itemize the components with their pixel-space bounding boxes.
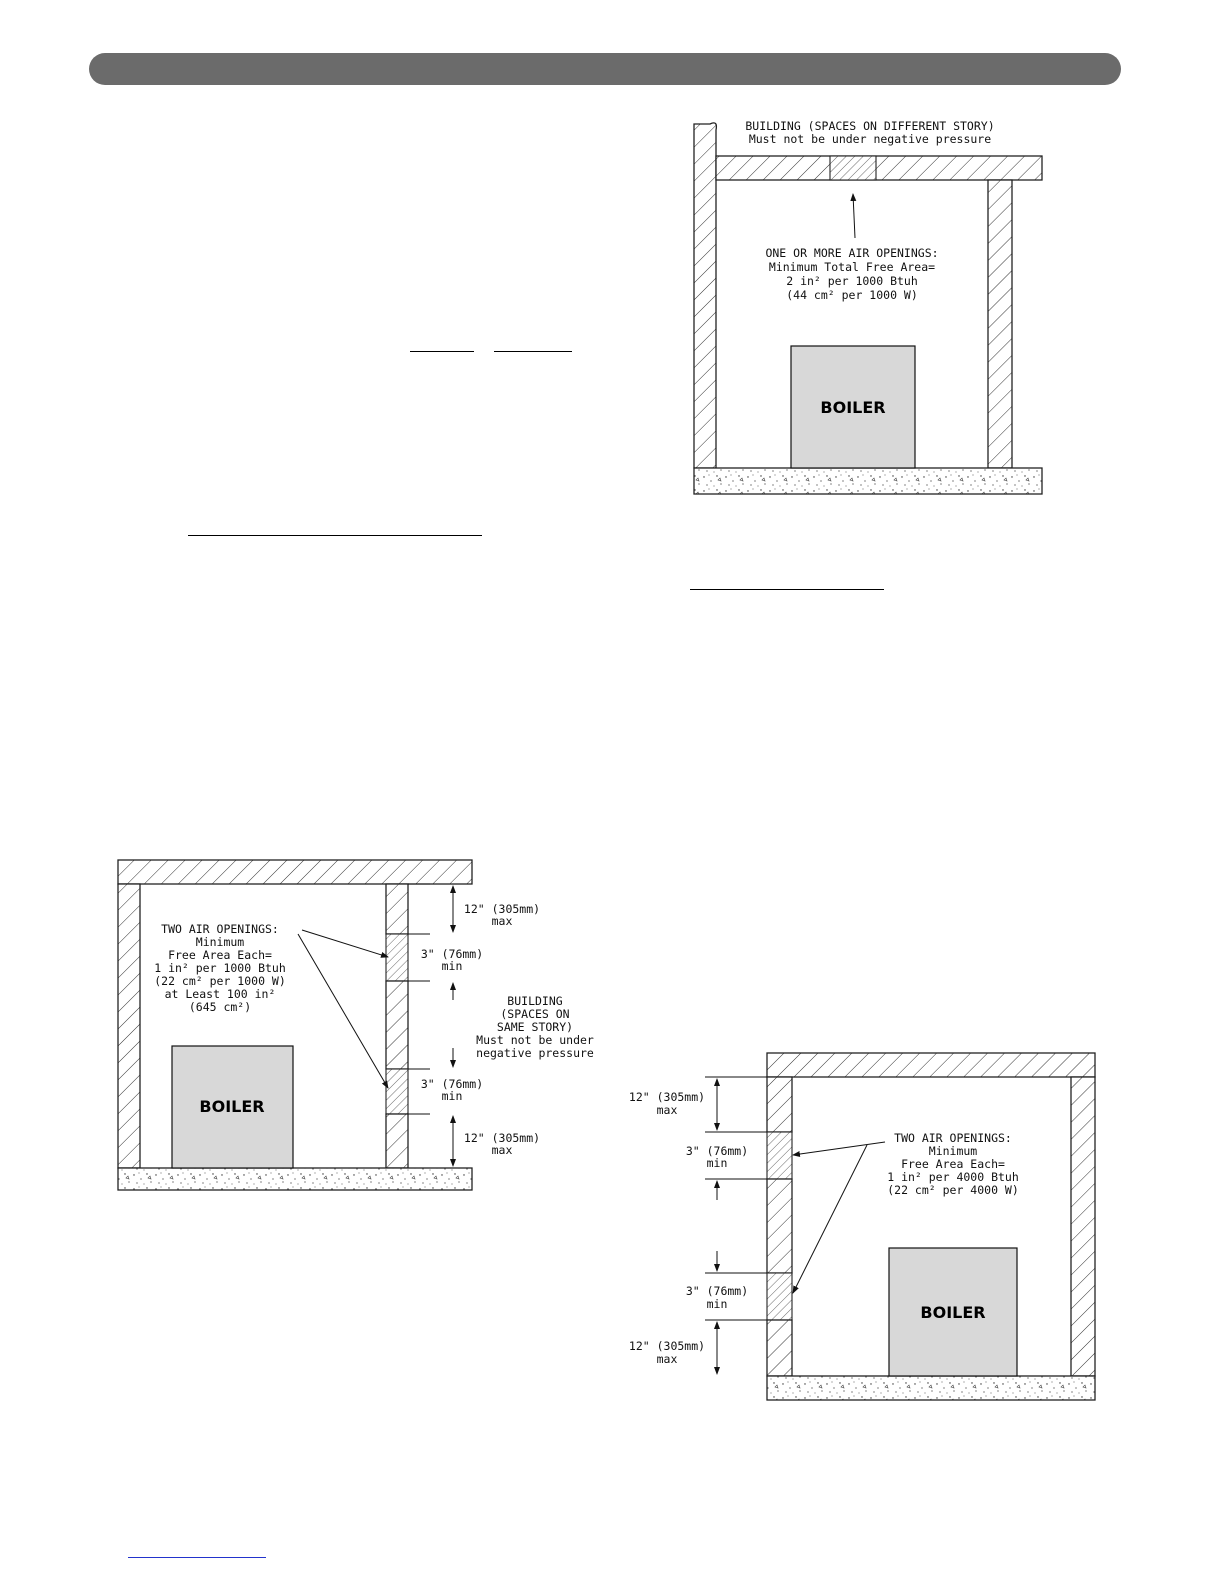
boiler-box <box>790 345 916 469</box>
upper-air-opening <box>766 1131 793 1180</box>
openings-label-line5: (22 cm² per 4000 W) <box>887 1183 1019 1197</box>
lower-air-opening <box>385 1068 409 1115</box>
dim-open1-qualifier: min <box>442 959 463 973</box>
lower-opening-pointer <box>297 933 389 1089</box>
dim-bottom-qualifier: max <box>492 1143 513 1157</box>
right-wall <box>987 179 1013 469</box>
right-wall <box>1070 1076 1096 1377</box>
ceiling-slab <box>766 1052 1096 1078</box>
floor-slab <box>766 1375 1096 1401</box>
upper-opening-pointer <box>301 929 389 958</box>
figure-different-story: BUILDING (SPACES ON DIFFERENT STORY) Mus… <box>693 119 1043 495</box>
section-header-bar <box>89 53 1121 85</box>
upper-opening-pointer <box>792 1141 886 1157</box>
openings-label-line2: Minimum <box>196 935 245 949</box>
boiler-box <box>888 1247 1018 1377</box>
blank-rule-4 <box>690 589 884 590</box>
openings-label-line1: ONE OR MORE AIR OPENINGS: <box>765 246 938 260</box>
openings-label-line2: Minimum <box>929 1144 978 1158</box>
right-wall-lower <box>385 1113 409 1169</box>
blank-rule-2 <box>494 351 572 352</box>
boiler-box <box>171 1045 294 1169</box>
dim-top-value: 12" (305mm) <box>464 902 540 916</box>
dim-open2-value: 3" (76mm) <box>686 1284 748 1298</box>
openings-label-line3: Free Area Each= <box>168 948 272 962</box>
building-label-line4: Must not be under <box>476 1033 594 1047</box>
left-wall <box>693 122 718 469</box>
dim-bottom-value: 12" (305mm) <box>629 1339 705 1353</box>
opening-arrow <box>850 193 857 239</box>
left-wall-middle <box>766 1178 793 1274</box>
openings-label-line3: Free Area Each= <box>901 1157 1005 1171</box>
dim-open2-qualifier: min <box>442 1089 463 1103</box>
openings-label-line6: at Least 100 in² <box>165 987 276 1001</box>
blank-rule-3 <box>188 535 482 536</box>
dim-top-qualifier: max <box>657 1103 678 1117</box>
openings-label-line7: (645 cm²) <box>189 1000 251 1014</box>
boiler-label: BOILER <box>920 1303 985 1322</box>
boiler-label: BOILER <box>199 1097 264 1116</box>
dim-bottom-qualifier: max <box>657 1352 678 1366</box>
lower-opening-pointer <box>792 1144 868 1294</box>
dim-open1-qualifier: min <box>707 1156 728 1170</box>
blank-rule-1 <box>410 351 474 352</box>
ceiling-slab <box>117 859 473 885</box>
ceiling-air-opening <box>829 155 877 181</box>
openings-label-line2: Minimum Total Free Area= <box>769 260 935 274</box>
dim-open1-value: 3" (76mm) <box>421 947 483 961</box>
link-underline[interactable] <box>128 1557 266 1558</box>
left-wall <box>117 883 141 1169</box>
openings-label-line1: TWO AIR OPENINGS: <box>161 922 279 936</box>
right-wall-upper <box>385 883 409 935</box>
openings-label-line4: 1 in² per 1000 Btuh <box>154 961 286 975</box>
openings-label-line3: 2 in² per 1000 Btuh <box>786 274 918 288</box>
right-wall-middle <box>385 980 409 1070</box>
openings-label-line4: 1 in² per 4000 Btuh <box>887 1170 1019 1184</box>
building-label-line5: negative pressure <box>476 1046 594 1060</box>
floor-slab <box>117 1167 473 1191</box>
figure-outdoor-openings: BOILER TWO AIR OPENINGS: Minimum Free Ar… <box>629 1052 1096 1401</box>
openings-label-line5: (22 cm² per 1000 W) <box>154 974 286 988</box>
dim-open2-value: 3" (76mm) <box>421 1077 483 1091</box>
dim-bottom-value: 12" (305mm) <box>464 1131 540 1145</box>
building-label-line1: BUILDING (SPACES ON DIFFERENT STORY) <box>745 119 994 133</box>
dim-top-qualifier: max <box>492 914 513 928</box>
building-label-line2: (SPACES ON <box>500 1007 569 1021</box>
lower-air-opening <box>766 1272 793 1321</box>
openings-label-line1: TWO AIR OPENINGS: <box>894 1131 1012 1145</box>
figure-same-story: BOILER TWO AIR OPENINGS: Minimum Free Ar… <box>117 859 594 1191</box>
dim-open2-qualifier: min <box>707 1297 728 1311</box>
building-label-line3: SAME STORY) <box>497 1020 573 1034</box>
boiler-label: BOILER <box>820 398 885 417</box>
building-label-line1: BUILDING <box>507 994 562 1008</box>
left-wall-upper <box>766 1076 793 1133</box>
upper-air-opening <box>385 933 409 982</box>
openings-label-line4: (44 cm² per 1000 W) <box>786 288 918 302</box>
floor-slab <box>693 467 1043 495</box>
left-wall-lower <box>766 1319 793 1377</box>
dim-top-value: 12" (305mm) <box>629 1090 705 1104</box>
ceiling-slab <box>715 155 1043 181</box>
dim-open1-value: 3" (76mm) <box>686 1144 748 1158</box>
building-label-line2: Must not be under negative pressure <box>749 132 991 146</box>
